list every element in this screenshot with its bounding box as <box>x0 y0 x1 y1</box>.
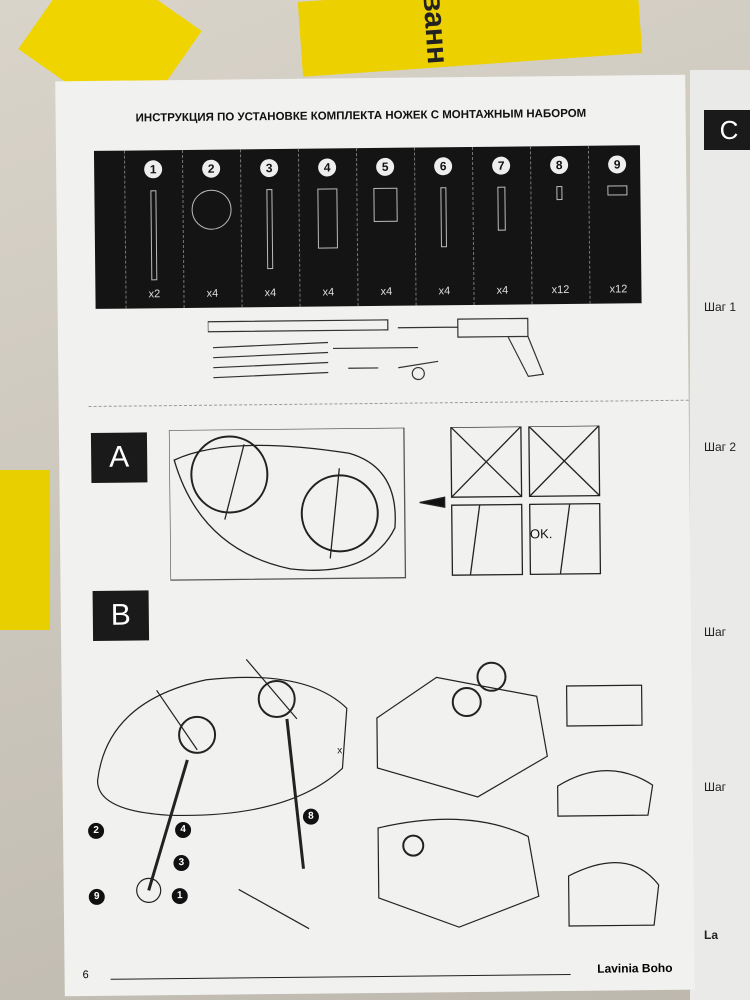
callout-number: 4 <box>174 821 192 839</box>
next-page: C Шаг 1 Шаг 2 Шаг Шаг La <box>690 70 750 1000</box>
part-number: 5 <box>376 157 395 176</box>
part-number: 4 <box>318 158 337 177</box>
tools-illustration <box>207 317 545 381</box>
part-6: 6 x4 <box>413 146 473 306</box>
part-3: 3 x4 <box>239 148 299 308</box>
part-4: 4 x4 <box>297 148 357 307</box>
part-quantity: x4 <box>322 286 335 299</box>
part-number: 1 <box>144 160 163 179</box>
page-title: ИНСТРУКЦИЯ ПО УСТАНОВКЕ КОМПЛЕКТА НОЖЕК … <box>135 107 587 125</box>
part-number: 8 <box>550 155 569 175</box>
callout-number: 8 <box>302 808 320 825</box>
part-icon <box>266 189 274 270</box>
part-9: 9 x12 <box>587 145 647 304</box>
step-label: Шаг 1 <box>704 300 737 314</box>
part-number: 2 <box>202 159 221 178</box>
part-icon <box>607 185 628 196</box>
section-a-label: A <box>90 432 148 483</box>
part-quantity: x12 <box>551 283 570 297</box>
part-icon <box>497 186 506 231</box>
part-number: 7 <box>492 156 511 175</box>
section-c-label: C <box>704 110 750 150</box>
part-quantity: x4 <box>264 287 277 300</box>
part-quantity: x4 <box>438 285 451 298</box>
part-quantity: x4 <box>206 287 219 300</box>
callout-number: 2 <box>87 822 105 840</box>
part-7: 7 x4 <box>471 146 531 305</box>
part-icon <box>191 189 232 230</box>
part-icon <box>317 188 338 249</box>
page-number: 6 <box>82 969 89 982</box>
section-a-diagram: OK. <box>168 425 602 581</box>
height-x-label: x <box>337 745 342 756</box>
brand-name: Lavinia Boho <box>597 960 673 976</box>
step-label: Шаг <box>704 780 727 794</box>
part-number: 9 <box>608 155 627 174</box>
brand-footer: La <box>704 928 719 942</box>
step-label: Шаг 2 <box>704 440 737 454</box>
part-1: 1 x2 <box>123 150 183 309</box>
page-footer: 6 Lavinia Boho <box>82 960 673 982</box>
callout-number: 1 <box>171 887 188 905</box>
part-icon <box>150 190 158 281</box>
part-number: 3 <box>260 158 279 178</box>
part-quantity: x12 <box>609 283 628 296</box>
part-quantity: x4 <box>496 284 509 297</box>
yellow-tape <box>0 470 50 630</box>
part-icon <box>373 187 398 222</box>
part-quantity: x2 <box>148 288 161 301</box>
part-2: 2 x4 <box>181 149 241 308</box>
part-icon <box>440 187 447 248</box>
section-b-diagram: x <box>96 658 660 930</box>
part-icon <box>556 186 563 201</box>
step-label: Шаг <box>704 625 727 639</box>
divider <box>88 399 689 407</box>
callout-number: 9 <box>88 888 105 906</box>
callout-number: 3 <box>173 854 190 872</box>
part-quantity: x4 <box>380 285 393 298</box>
part-8: 8 x12 <box>529 145 589 305</box>
footer-line <box>110 973 571 980</box>
ok-label: OK. <box>530 526 553 541</box>
part-number: 6 <box>434 157 453 176</box>
instruction-page: ИНСТРУКЦИЯ ПО УСТАНОВКЕ КОМПЛЕКТА НОЖЕК … <box>55 74 695 997</box>
part-5: 5 x4 <box>355 147 415 307</box>
